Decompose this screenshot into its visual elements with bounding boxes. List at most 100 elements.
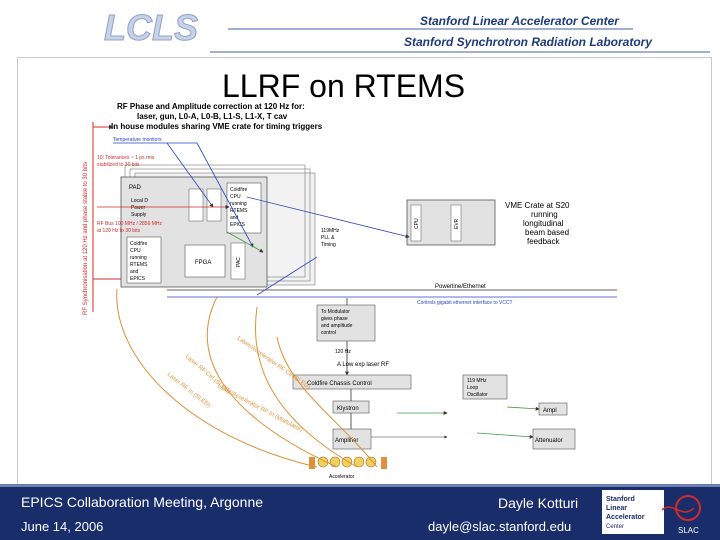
blue-signal-1 bbox=[166, 142, 214, 208]
slac-logo-line-1: Stanford bbox=[606, 496, 635, 503]
institution-line-2: Stanford Synchrotron Radiation Laborator… bbox=[404, 35, 653, 49]
lcls-logo: LCLS bbox=[104, 7, 199, 49]
llrf-system-diagram: RF Phase and Amplitude correction at 120… bbox=[83, 102, 617, 480]
header-rule-top bbox=[228, 28, 633, 30]
modulator-box bbox=[316, 304, 376, 342]
footer-author: Dayle Kotturi bbox=[498, 495, 579, 511]
orange-curve-3 bbox=[255, 306, 358, 468]
oscillator-box bbox=[462, 374, 508, 400]
blue-signal-3 bbox=[246, 196, 410, 239]
green-signal-1 bbox=[226, 231, 264, 253]
slac-logo-line-2: Linear bbox=[606, 505, 627, 512]
coldfire2-line-2: CPU bbox=[130, 248, 141, 254]
temp-monitors-label: Temperature monitors bbox=[113, 137, 162, 143]
curve-label-1: Laser/Accelerator RF Ctrl(SLED) bbox=[236, 336, 311, 391]
footer-email: dayle@slac.stanford.edu bbox=[428, 519, 572, 534]
orange-curve-2 bbox=[206, 296, 338, 468]
pad-label: PAD bbox=[129, 185, 142, 191]
rf-bus-note-2: at 120 Hz to 30 bits bbox=[97, 228, 141, 234]
vme-line-5: feedback bbox=[527, 237, 560, 246]
mhz-line-1: 119 MHz bbox=[467, 378, 487, 384]
vme-slot-evr bbox=[450, 204, 462, 242]
curve-label-4: Laser RF In (SLED) bbox=[166, 372, 211, 409]
coldfire-cpu-box-2 bbox=[126, 236, 162, 284]
low-exp-label: A Low exp laser RF bbox=[337, 362, 389, 368]
coldfire-line-1: Coldfire bbox=[230, 187, 247, 193]
green-signal-2 bbox=[506, 406, 540, 411]
local-power-3: Supply bbox=[131, 212, 147, 218]
coldfire-chassis-box bbox=[292, 374, 412, 390]
slac-logo-tag: SLAC bbox=[678, 526, 699, 535]
amplifier-label: Amplifier bbox=[335, 438, 358, 444]
gigabit-label: Controls gigabit ethernet interface to V… bbox=[417, 300, 513, 306]
slac-logo-line-3: Accelerator bbox=[606, 514, 645, 521]
coldfire-line-4: RTEMS bbox=[230, 208, 248, 214]
orange-curve-4 bbox=[276, 336, 378, 468]
slac-beam-icon bbox=[661, 506, 695, 513]
coldfire-line-5: and bbox=[230, 215, 239, 221]
timing-line-1: 119MHz bbox=[321, 228, 340, 234]
modulator-line-3: and amplitude bbox=[321, 323, 353, 329]
crate-slot-1 bbox=[206, 188, 222, 222]
blue-signal-4 bbox=[256, 256, 318, 296]
mhz-line-3: Oscillator bbox=[467, 392, 488, 398]
vme-slot-evr-label: EVR bbox=[454, 218, 460, 229]
pac-slot bbox=[230, 242, 246, 280]
footer-date: June 14, 2006 bbox=[21, 519, 104, 534]
orange-curve-1 bbox=[116, 288, 318, 468]
modulator-line-4: control bbox=[321, 330, 336, 336]
vme-slot-cpu-label: CPU bbox=[414, 218, 420, 229]
slide-header: LCLS Stanford Linear Accelerator Center … bbox=[0, 0, 720, 56]
modulator-line-2: gives phase bbox=[321, 316, 348, 322]
rate-label: 120 Hz bbox=[335, 349, 351, 355]
lcls-logo-text: LCLS bbox=[104, 7, 198, 48]
coldfire-chassis-label: Coldfire Chassis Control bbox=[307, 381, 372, 387]
powerline-label: Powerline/Ethernet bbox=[435, 284, 486, 290]
slide-title: LLRF on RTEMS bbox=[222, 68, 466, 104]
banner-line-1: RF Phase and Amplitude correction at 120… bbox=[117, 102, 305, 111]
header-rule-bottom bbox=[210, 51, 710, 53]
coldfire-cpu-box bbox=[226, 182, 262, 234]
pac-label: PAC bbox=[236, 257, 242, 267]
vme-line-4: beam based bbox=[525, 228, 569, 237]
footer-accent-rule bbox=[0, 484, 720, 487]
klystron-label: Klystron bbox=[337, 406, 359, 412]
slac-ring-icon bbox=[675, 495, 701, 521]
coldfire2-line-1: Coldfire bbox=[130, 241, 147, 247]
green-signal-4 bbox=[476, 432, 534, 439]
slac-logo-panel bbox=[602, 490, 664, 534]
fpga-label: FPGA bbox=[195, 260, 211, 266]
vme-line-3: longitudinal bbox=[523, 219, 564, 228]
modulator-line-1: To Modulator bbox=[321, 309, 350, 315]
attenuator-label: Attenuator bbox=[535, 438, 563, 444]
ampl-label: Ampl bbox=[543, 408, 557, 414]
tolerance-note-1: 10: Tolerances ~ 1 ps rms bbox=[97, 155, 155, 161]
institution-line-1: Stanford Linear Accelerator Center bbox=[420, 14, 619, 28]
banner-line-3: In house modules sharing VME crate for t… bbox=[111, 122, 323, 131]
local-power-2: Power bbox=[131, 205, 146, 211]
blue-signal-2 bbox=[196, 142, 254, 248]
attenuator-box bbox=[532, 428, 576, 450]
coldfire2-line-4: RTEMS bbox=[130, 262, 148, 268]
mhz-line-2: Loop bbox=[467, 385, 478, 391]
timing-line-2: PLL & bbox=[321, 235, 335, 241]
slide-footer bbox=[0, 484, 720, 540]
local-power-1: Local D bbox=[131, 198, 148, 204]
coldfire2-line-6: EPICS bbox=[130, 276, 146, 282]
banner-line-2: laser, gun, L0-A, L0-B, L1-S, L1-X, T ca… bbox=[137, 112, 288, 121]
accelerator-cells bbox=[309, 456, 387, 469]
coldfire2-line-5: and bbox=[130, 269, 139, 275]
tolerance-note-2: stabilized to 30 bits bbox=[97, 162, 140, 168]
vme-line-1: VME Crate at S20 bbox=[505, 201, 570, 210]
curve-label-3: Laser/Accelerator RF In (Modulator) bbox=[216, 383, 303, 433]
rf-bus-note-1: RF Bus 100 MHz / 2856 MHz bbox=[97, 221, 163, 227]
coldfire-line-2: CPU bbox=[230, 194, 241, 200]
slac-logo-line-4: Center bbox=[606, 524, 624, 530]
coldfire-line-3: running bbox=[230, 201, 247, 207]
fpga-box bbox=[184, 244, 226, 278]
vertical-side-label: RF Synchronisation at 120 Hz and phase s… bbox=[83, 162, 89, 315]
footer-meeting-name: EPICS Collaboration Meeting, Argonne bbox=[21, 494, 264, 510]
vme-slot-cpu bbox=[410, 204, 422, 242]
slac-logo: Stanford Linear Accelerator Center SLAC bbox=[602, 490, 701, 535]
vme-line-2: running bbox=[531, 210, 558, 219]
